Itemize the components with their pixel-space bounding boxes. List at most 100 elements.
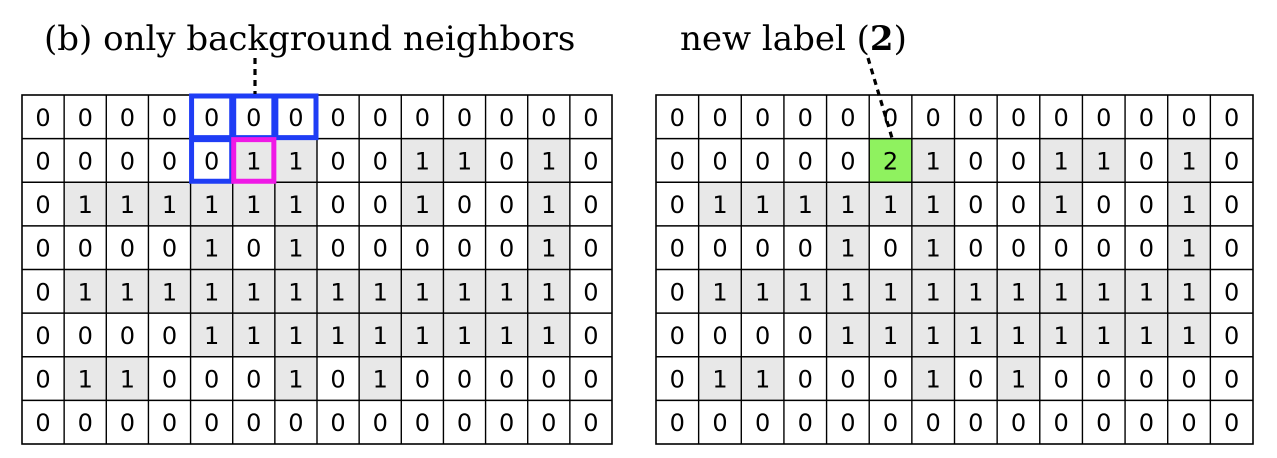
cell-bg — [527, 182, 570, 226]
cell-value: 0 — [670, 191, 685, 219]
cell-bg — [826, 182, 870, 226]
cell-value: 0 — [798, 104, 813, 132]
cell-bg — [148, 138, 191, 183]
cell-value: 0 — [1224, 278, 1239, 306]
cell-value: 0 — [415, 104, 430, 132]
cell-value: 0 — [120, 322, 135, 350]
cell-value: 0 — [1096, 104, 1111, 132]
cell-bg — [1125, 138, 1168, 183]
cell-bg — [954, 313, 998, 357]
cell-value: 0 — [583, 366, 598, 394]
cell-value: 1 — [162, 191, 177, 219]
cell-bg — [274, 269, 317, 314]
cell-value: 0 — [968, 104, 983, 132]
cell-value: 1 — [499, 278, 514, 306]
cell-bg — [443, 182, 486, 226]
cell-value: 1 — [1139, 322, 1154, 350]
cell-value: 0 — [162, 322, 177, 350]
cell-bg — [1210, 313, 1253, 357]
cell-value: 0 — [541, 409, 556, 437]
cell-value: 1 — [1011, 366, 1026, 394]
cell-bg — [1210, 400, 1253, 444]
cell-bg — [317, 138, 360, 183]
cell-bg — [485, 356, 528, 401]
cell-value: 0 — [246, 409, 261, 437]
cell-bg — [274, 138, 317, 183]
cell-bg — [1210, 225, 1253, 270]
cell-value: 0 — [968, 147, 983, 175]
cell-value: 1 — [246, 191, 261, 219]
cell-value: 0 — [35, 191, 50, 219]
right-title-part-0: new label ( — [680, 19, 870, 59]
cell-value: 0 — [35, 235, 50, 263]
cell-value: 1 — [415, 147, 430, 175]
cell-value: 0 — [35, 278, 50, 306]
cell-bg — [232, 313, 275, 357]
cell-value: 0 — [415, 409, 430, 437]
cell-value: 1 — [330, 278, 345, 306]
cell-bg — [656, 313, 699, 357]
cell-bg — [527, 269, 570, 314]
cell-value: 0 — [798, 409, 813, 437]
cell-value: 0 — [583, 322, 598, 350]
current-pixel-highlight — [231, 137, 277, 184]
cell-value: 0 — [246, 104, 261, 132]
cell-bg — [485, 313, 528, 357]
cell-value: 0 — [712, 235, 727, 263]
cell-value: 0 — [415, 235, 430, 263]
cell-bg — [401, 182, 444, 226]
cell-bg — [1039, 269, 1083, 314]
cell-value: 0 — [968, 366, 983, 394]
cell-bg — [443, 269, 486, 314]
cell-bg — [232, 182, 275, 226]
cell-bg — [1039, 313, 1083, 357]
cell-bg — [232, 225, 275, 270]
cell-value: 0 — [1224, 409, 1239, 437]
cell-bg — [1210, 182, 1253, 226]
cell-bg — [106, 356, 149, 401]
cell-bg — [317, 182, 360, 226]
cell-value: 1 — [1139, 278, 1154, 306]
cell-bg — [869, 182, 912, 226]
cell-bg — [148, 313, 191, 357]
cell-value: 0 — [1181, 409, 1196, 437]
cell-value: 0 — [755, 409, 770, 437]
cell-value: 1 — [968, 278, 983, 306]
cell-bg — [1039, 400, 1083, 444]
cell-value: 0 — [246, 235, 261, 263]
cell-value: 1 — [373, 278, 388, 306]
cell-value: 1 — [246, 322, 261, 350]
cell-value: 0 — [204, 104, 219, 132]
cell-bg — [359, 269, 402, 314]
cell-bg — [997, 356, 1040, 401]
cell-value: 0 — [162, 147, 177, 175]
cell-value: 1 — [1181, 191, 1196, 219]
cell-bg — [869, 95, 912, 139]
cell-bg — [359, 95, 402, 139]
cell-bg — [22, 356, 65, 401]
cell-bg — [527, 313, 570, 357]
cell-bg — [485, 225, 528, 270]
cell-bg — [656, 95, 699, 139]
cell-bg — [22, 313, 65, 357]
cell-bg — [359, 313, 402, 357]
cell-bg — [232, 95, 275, 139]
cell-value: 1 — [288, 366, 303, 394]
cell-bg — [569, 269, 612, 314]
cell-value: 1 — [120, 191, 135, 219]
cell-value: 0 — [968, 235, 983, 263]
cell-bg — [783, 400, 827, 444]
cell-value: 0 — [583, 191, 598, 219]
cell-bg — [148, 182, 191, 226]
cell-bg — [527, 95, 570, 139]
cell-value: 1 — [1011, 322, 1026, 350]
cell-value: 0 — [78, 409, 93, 437]
cell-value: 0 — [883, 409, 898, 437]
cell-bg — [317, 356, 360, 401]
cell-value: 1 — [712, 366, 727, 394]
cell-value: 1 — [415, 322, 430, 350]
right-panel-title: new label (2) — [680, 19, 907, 59]
cell-bg — [869, 400, 912, 444]
cell-value: 0 — [1139, 104, 1154, 132]
